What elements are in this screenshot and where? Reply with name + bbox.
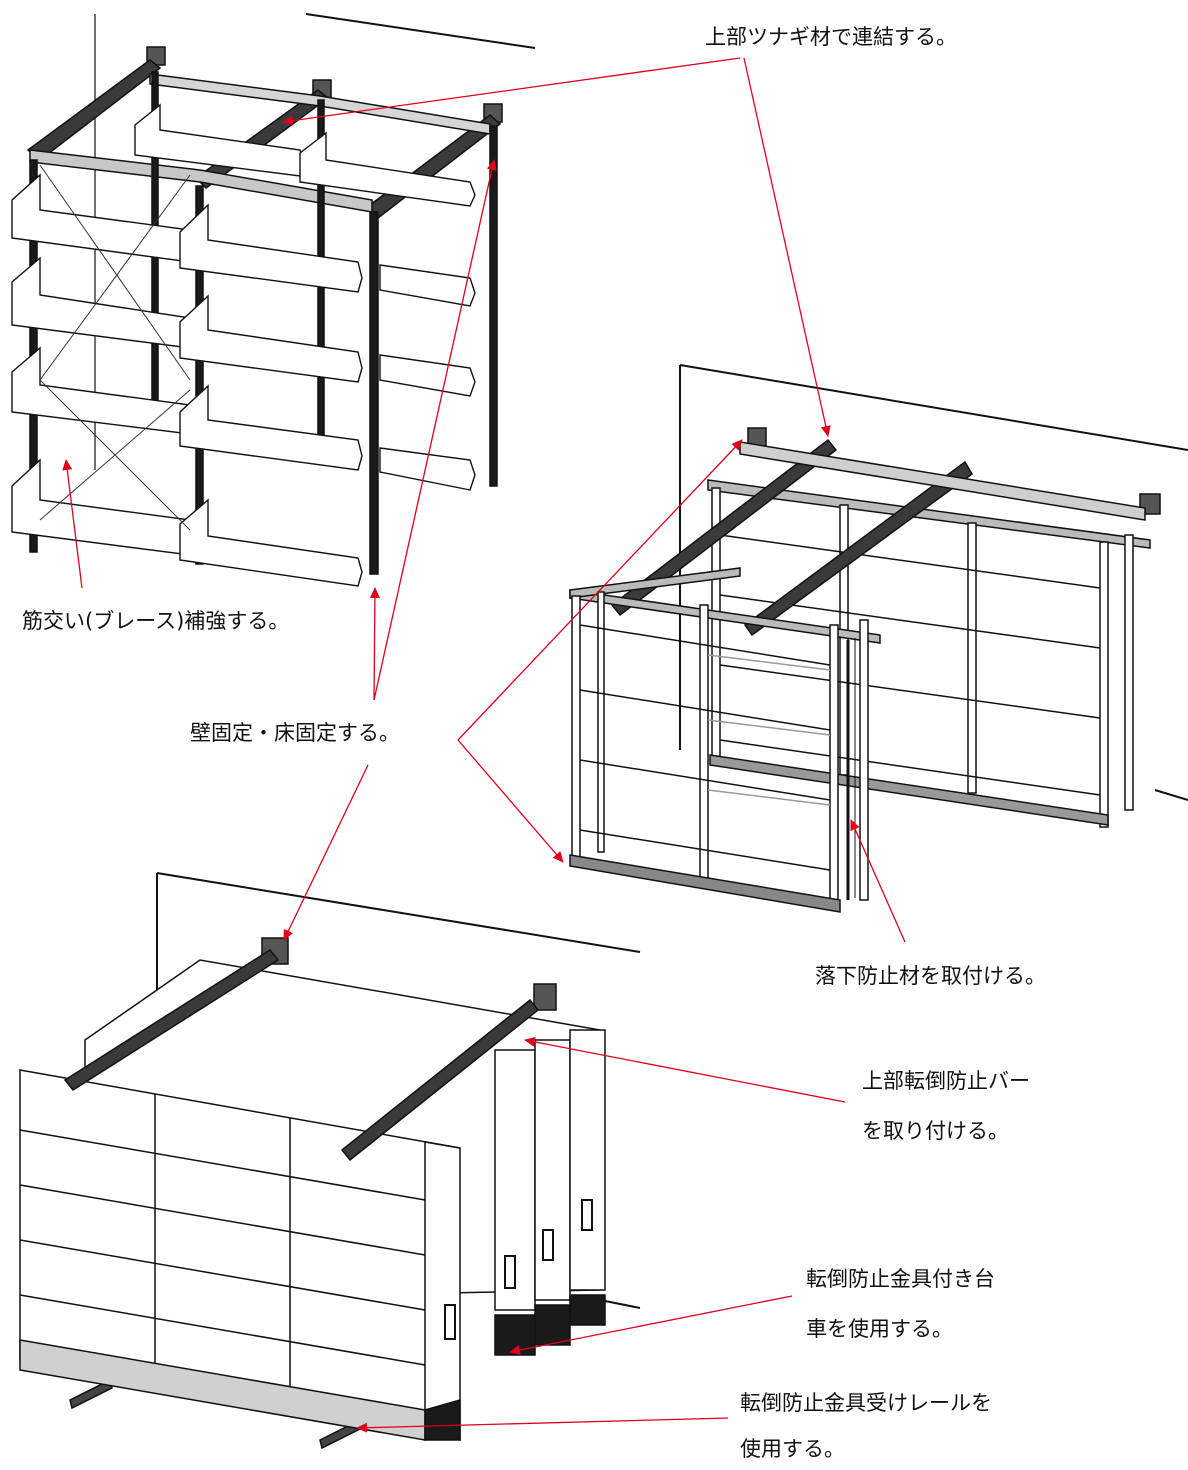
- red-arrow-icon: [62, 459, 83, 589]
- red-arrow-icon: [283, 764, 369, 941]
- shelf-unit-connected: [569, 364, 1188, 913]
- wall-top-line: [679, 364, 1188, 451]
- red-arrow-icon: [356, 1417, 729, 1433]
- red-arrow-icon: [282, 57, 741, 126]
- label-wall-floor: 壁固定・床固定する。: [190, 721, 400, 745]
- label-fall-prevention: 落下防止材を取付ける。: [815, 964, 1046, 988]
- label-rail-line2: 使用する。: [740, 1437, 845, 1461]
- red-arrow-icon: [373, 159, 497, 701]
- label-cart-line1: 転倒防止金具付き台: [806, 1267, 995, 1291]
- label-brace: 筋交い(ブレース)補強する。: [22, 609, 290, 633]
- red-arrow-icon: [457, 739, 564, 863]
- label-top-bar-line1: 上部転倒防止バー: [862, 1069, 1030, 1093]
- mobile-shelving: [19, 872, 641, 1450]
- red-arrow-icon: [369, 587, 380, 701]
- label-cart-line2: 車を使用する。: [806, 1317, 953, 1341]
- callout-arrows: [62, 57, 906, 1433]
- label-rail-line1: 転倒防止金具受けレールを: [740, 1391, 992, 1415]
- red-arrow-icon: [743, 57, 831, 437]
- red-arrow-icon: [850, 819, 906, 943]
- red-arrow-icon: [509, 1295, 793, 1355]
- shelf-unit-braced: [11, 13, 536, 587]
- red-arrow-icon: [457, 439, 743, 741]
- red-arrow-icon: [524, 1036, 846, 1103]
- ceiling-line: [305, 13, 536, 49]
- label-top-tie: 上部ツナギ材で連結する。: [705, 25, 957, 49]
- label-top-bar-line2: を取り付ける。: [862, 1119, 1009, 1143]
